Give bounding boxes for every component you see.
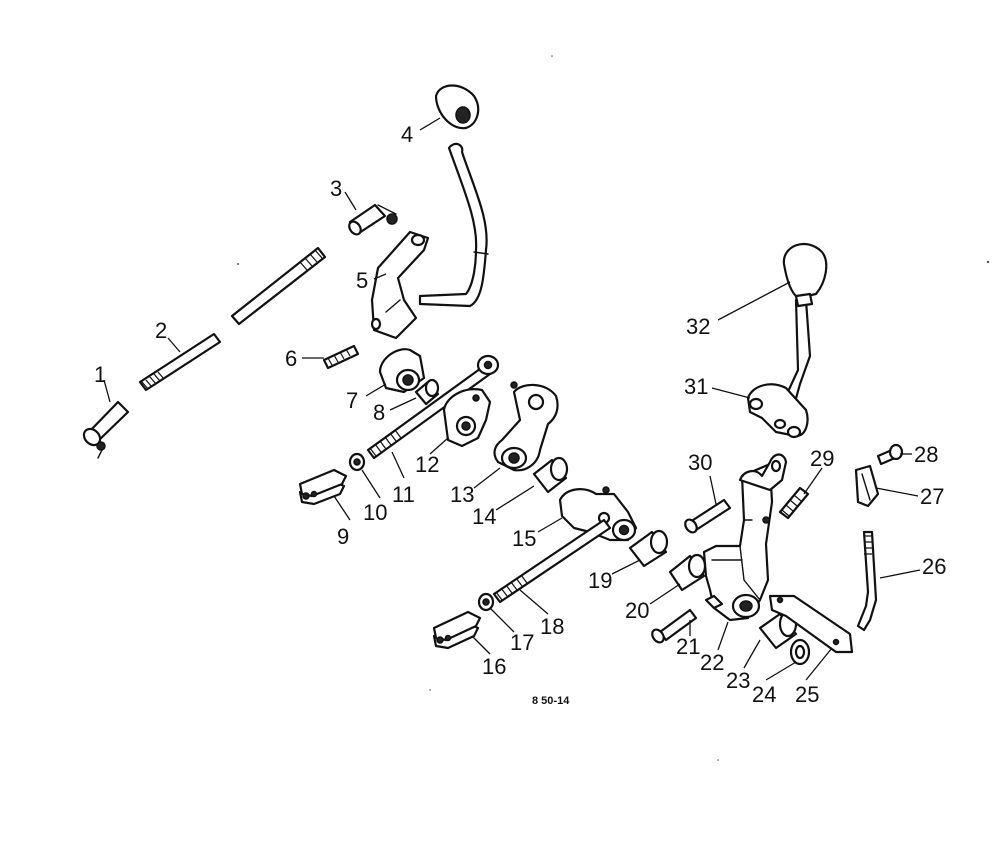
callout-27: 27 xyxy=(920,484,944,509)
callout-30: 30 xyxy=(688,450,712,475)
callout-22: 22 xyxy=(700,650,724,675)
callout-3: 3 xyxy=(330,176,342,201)
part-10-nut xyxy=(348,452,366,472)
part-23-bushing xyxy=(758,610,798,650)
callout-19: 19 xyxy=(588,568,612,593)
part-32-knob xyxy=(782,242,828,308)
part-25-flat-arm xyxy=(768,594,854,654)
part-13-segment-lever xyxy=(493,381,559,472)
callout-31: 31 xyxy=(684,374,708,399)
callout-15: 15 xyxy=(512,526,536,551)
part-20-bushing xyxy=(668,553,707,592)
part-7-bushing-block xyxy=(378,348,426,394)
part-3-pivot-joint xyxy=(348,203,398,236)
callout-4: 4 xyxy=(401,122,413,147)
scan-specks xyxy=(237,55,990,761)
callout-17: 17 xyxy=(510,630,534,655)
part-21-bolt xyxy=(651,608,698,644)
part-16-clevis xyxy=(432,610,482,650)
callout-9: 9 xyxy=(337,524,349,549)
callout-8: 8 xyxy=(373,400,385,425)
part-5-gear-lever xyxy=(370,142,489,340)
callout-6: 6 xyxy=(285,346,297,371)
callout-21: 21 xyxy=(676,634,700,659)
callout-11: 11 xyxy=(392,482,415,507)
callout-25: 25 xyxy=(795,682,819,707)
part-11-adjusting-rod xyxy=(366,354,500,460)
callout-28: 28 xyxy=(914,442,938,467)
callout-7: 7 xyxy=(346,388,358,413)
part-27-clip xyxy=(854,464,880,508)
callout-24: 24 xyxy=(752,682,776,707)
part-1-ball-joint xyxy=(82,400,130,459)
part-24-washer xyxy=(789,638,811,666)
callout-26: 26 xyxy=(922,554,946,579)
part-14-bushing xyxy=(532,456,569,494)
callout-13: 13 xyxy=(450,482,474,507)
callout-29: 29 xyxy=(810,446,834,471)
part-22-housing-bracket xyxy=(702,453,788,622)
callout-2: 2 xyxy=(155,318,167,343)
part-4-knob xyxy=(434,84,480,130)
callout-32: 32 xyxy=(686,314,710,339)
part-9-clevis xyxy=(298,468,348,506)
callout-14: 14 xyxy=(472,504,496,529)
callout-12: 12 xyxy=(415,452,439,477)
part-19-bushing xyxy=(628,529,669,568)
part-2-threaded-rod xyxy=(138,246,327,392)
callout-5: 5 xyxy=(356,268,368,293)
part-15-linkage-lever xyxy=(558,486,638,542)
leader-lines xyxy=(103,117,921,681)
part-29-spring-pin xyxy=(778,486,810,520)
part-18-threaded-rod xyxy=(492,518,612,604)
part-28-bolt xyxy=(876,443,904,466)
callout-10: 10 xyxy=(363,500,387,525)
callout-18: 18 xyxy=(540,614,564,639)
part-8-bushing xyxy=(414,378,440,406)
part-17-nut xyxy=(477,592,495,612)
callout-23: 23 xyxy=(726,668,750,693)
callout-1: 1 xyxy=(94,362,106,387)
part-12-lever-plate xyxy=(442,388,492,448)
part-31-shift-lever xyxy=(746,298,812,439)
part-30-bolt xyxy=(684,498,732,534)
callout-16: 16 xyxy=(482,654,506,679)
callout-20: 20 xyxy=(625,598,649,623)
figure-reference-code: 8 50-14 xyxy=(532,695,570,707)
part-6-pin xyxy=(322,344,360,370)
callout-labels: 1 2 3 4 5 6 7 8 9 10 11 12 13 14 15 16 1… xyxy=(94,122,946,707)
part-26-bent-rod xyxy=(856,530,878,632)
